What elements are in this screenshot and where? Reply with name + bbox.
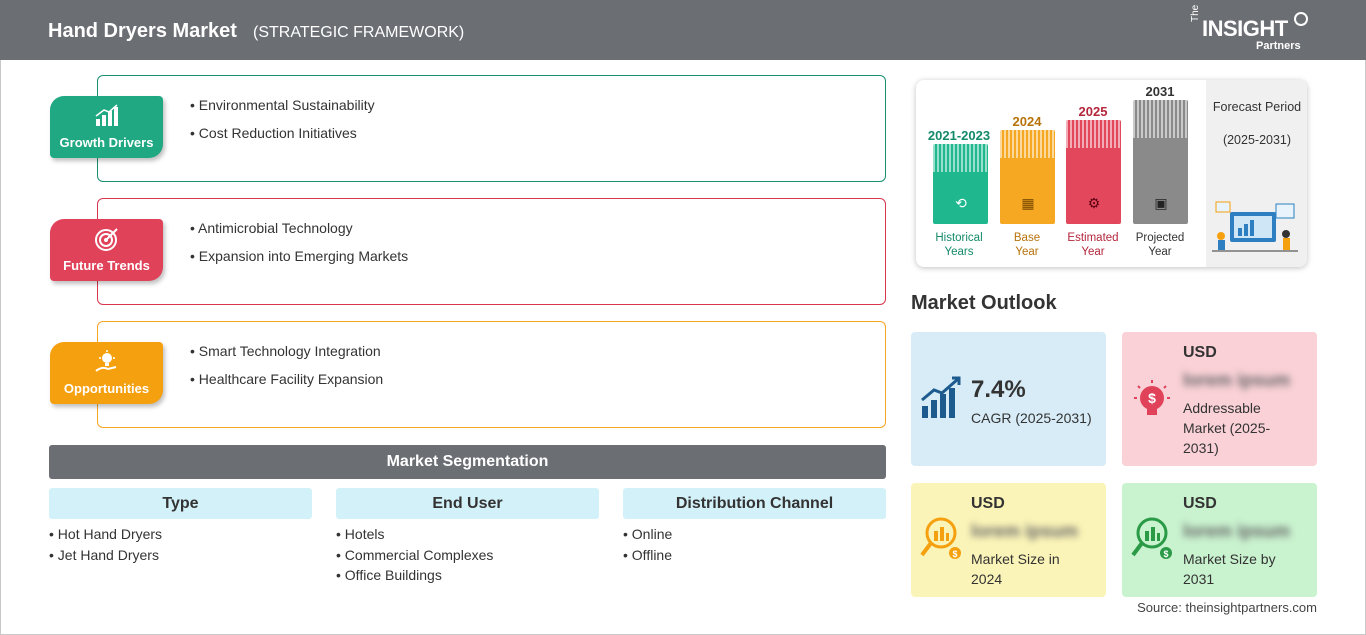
segment-type: Type Hot Hand Dryers Jet Hand Dryers — [49, 488, 312, 566]
insight-partners-logo[interactable]: The INSIGHT Partners — [1190, 5, 1310, 54]
segment-item: Online — [623, 525, 886, 546]
opportunities-card: Smart Technology Integration Healthcare … — [97, 321, 886, 428]
calendar-icon: ▦ — [1021, 195, 1035, 211]
growth-drivers-label: Growth Drivers — [59, 135, 154, 150]
segment-item: Office Buildings — [336, 566, 599, 587]
segment-header: Distribution Channel — [623, 488, 886, 519]
timeline-year: 2021-2023 — [927, 128, 991, 143]
market-segmentation-title: Market Segmentation — [49, 445, 886, 479]
future-trends-card: Antimicrobial Technology Expansion into … — [97, 198, 886, 305]
future-trends-badge: Future Trends — [50, 219, 163, 281]
cagr-value: 7.4% — [971, 376, 1026, 403]
list-item: Cost Reduction Initiatives — [190, 124, 375, 152]
page-title: Hand Dryers Market — [48, 20, 237, 42]
page-subtitle: (STRATEGIC FRAMEWORK) — [253, 24, 465, 41]
svg-text:$: $ — [1148, 390, 1156, 406]
market-size-2024-card: $ USD lorem ipsum Market Size in 2024 — [911, 483, 1106, 597]
header-bar: Hand Dryers Market (STRATEGIC FRAMEWORK)… — [0, 0, 1366, 60]
analytics-illustration-icon — [1212, 201, 1298, 252]
addressable-label: Addressable Market (2025-2031) — [1183, 400, 1271, 456]
magnifier-chart-icon: $ — [920, 517, 961, 559]
size-2024-value: lorem ipsum — [971, 521, 1079, 541]
logo-insight: INSIGHT — [1202, 16, 1288, 41]
size-2031-value: lorem ipsum — [1183, 521, 1291, 541]
cagr-label: CAGR (2025-2031) — [971, 410, 1092, 426]
timeline-year: 2024 — [1012, 114, 1042, 129]
timeline-year: 2025 — [1078, 104, 1108, 119]
segment-header: Type — [49, 488, 312, 519]
segment-item: Hotels — [336, 525, 599, 546]
opportunities-label: Opportunities — [63, 381, 150, 396]
cagr-card: 7.4% CAGR (2025-2031) — [911, 332, 1106, 466]
svg-text:$: $ — [952, 549, 957, 559]
growth-drivers-card: Environmental Sustainability Cost Reduct… — [97, 75, 886, 182]
svg-text:$: $ — [1163, 549, 1168, 559]
size-2024-label: Market Size in 2024 — [971, 551, 1060, 587]
segment-distribution-channel: Distribution Channel Online Offline — [623, 488, 886, 566]
segment-item: Offline — [623, 546, 886, 567]
future-trends-label: Future Trends — [63, 258, 150, 273]
estimate-icon: ⚙ — [1087, 195, 1101, 211]
market-size-2031-card: $ USD lorem ipsum Market Size by 2031 — [1122, 483, 1317, 597]
forecast-period-range: (2025-2031) — [1222, 133, 1292, 147]
segment-item: Commercial Complexes — [336, 546, 599, 567]
idea-hand-icon — [95, 350, 117, 372]
segment-item: Jet Hand Dryers — [49, 546, 312, 567]
market-outlook-title: Market Outlook — [911, 292, 1057, 314]
timeline-bar-historical — [933, 144, 988, 224]
size-2031-currency: USD — [1183, 495, 1217, 512]
logo-bulb-icon — [1294, 12, 1308, 26]
logo-the: The — [1190, 4, 1201, 22]
timeline-bar-projected — [1133, 100, 1188, 224]
timeline-bar-base — [1000, 130, 1055, 224]
idea-dollar-icon: $ — [1134, 380, 1170, 415]
projection-board-icon: ▣ — [1154, 195, 1168, 211]
addressable-market-card: $ USD lorem ipsum Addressable Market (20… — [1122, 332, 1317, 466]
size-2024-currency: USD — [971, 495, 1005, 512]
size-2031-label: Market Size by 2031 — [1183, 551, 1276, 587]
list-item: Expansion into Emerging Markets — [190, 247, 408, 275]
list-item: Antimicrobial Technology — [190, 219, 408, 247]
history-icon: ⟲ — [955, 195, 967, 211]
addressable-currency: USD — [1183, 344, 1217, 361]
growth-drivers-badge: Growth Drivers — [50, 96, 163, 158]
list-item: Healthcare Facility Expansion — [190, 370, 383, 398]
segment-end-user: End User Hotels Commercial Complexes Off… — [336, 488, 599, 587]
list-item: Environmental Sustainability — [190, 96, 375, 124]
forecast-period-title: Forecast Period — [1212, 100, 1302, 114]
opportunities-badge: Opportunities — [50, 342, 163, 404]
source-citation: Source: theinsightpartners.com — [1137, 600, 1317, 615]
target-icon — [95, 228, 118, 251]
logo-partners: Partners — [1256, 40, 1301, 52]
addressable-value: lorem ipsum — [1183, 370, 1291, 390]
timeline-bar-estimated — [1066, 120, 1121, 224]
segment-item: Hot Hand Dryers — [49, 525, 312, 546]
list-item: Smart Technology Integration — [190, 342, 383, 370]
segment-header: End User — [336, 488, 599, 519]
growth-chart-icon — [95, 104, 118, 126]
growth-chart-icon — [921, 376, 961, 418]
magnifier-chart-icon: $ — [1131, 517, 1172, 559]
timeline-year: 2031 — [1145, 84, 1175, 99]
